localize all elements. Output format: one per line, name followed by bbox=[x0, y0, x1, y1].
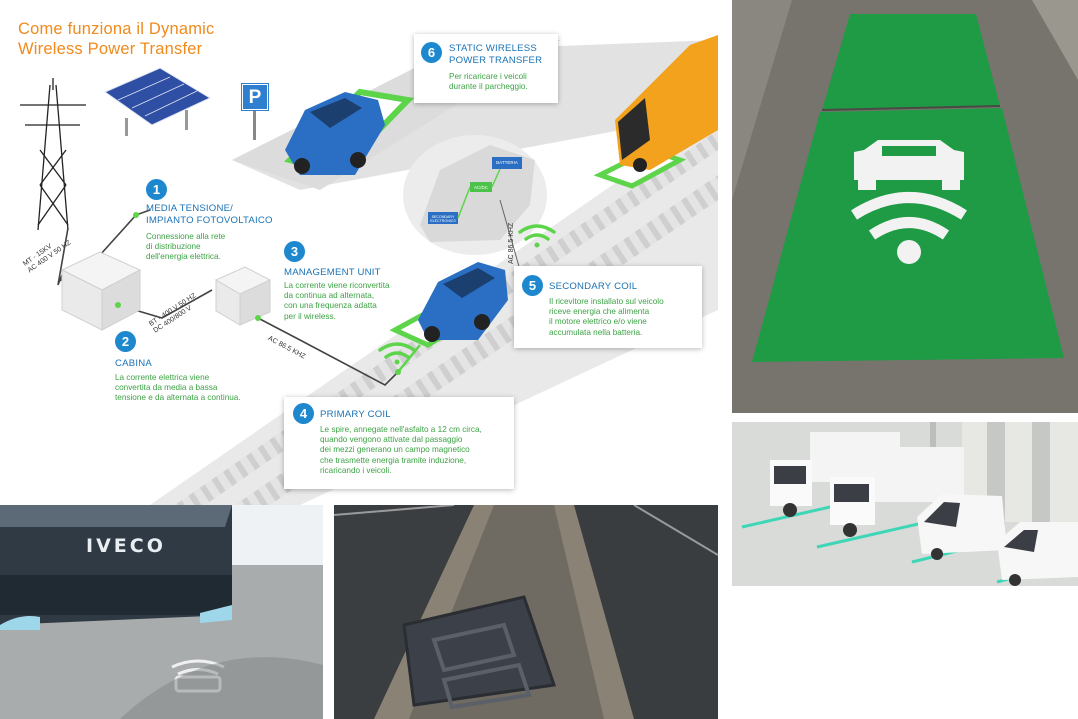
step-4-title: PRIMARY COIL bbox=[320, 409, 391, 420]
wireless-signal-icon bbox=[378, 342, 416, 359]
step-6-description: Per ricaricare i veicoli durante il parc… bbox=[449, 72, 528, 92]
step-3-title: MANAGEMENT UNIT bbox=[284, 267, 381, 278]
wireless-signal-icon-2 bbox=[518, 224, 556, 241]
management-unit-box-icon bbox=[214, 266, 272, 326]
acdc-label: AC/DC bbox=[473, 185, 488, 190]
step-5-callout bbox=[514, 266, 702, 348]
step-1-title: MEDIA TENSIONE/ IMPIANTO FOTOVOLTAICO bbox=[146, 203, 273, 226]
charging-pad-illustration bbox=[732, 0, 1078, 413]
step-5-number: 5 bbox=[522, 275, 543, 296]
bus-icon bbox=[615, 35, 718, 172]
step-5-description: Il ricevitore installato sul veicolo ric… bbox=[549, 297, 664, 337]
truck-icon-2 bbox=[830, 447, 964, 537]
battery-label: BATTERIA bbox=[496, 160, 518, 165]
charging-pad-photo bbox=[732, 0, 1078, 413]
step-4-number: 4 bbox=[293, 403, 314, 424]
iveco-bus-photo: IVECO bbox=[0, 505, 323, 719]
step-6-title: STATIC WIRELESS POWER TRANSFER bbox=[449, 43, 543, 66]
step-6-number: 6 bbox=[421, 42, 442, 63]
step-3-number: 3 bbox=[284, 241, 305, 262]
cabina-box-icon bbox=[60, 251, 142, 331]
solar-panel-icon bbox=[103, 67, 212, 136]
fleet-charging-photo bbox=[732, 422, 1078, 586]
step-5-title: SECONDARY COIL bbox=[549, 281, 638, 292]
parked-car-icon bbox=[285, 92, 385, 175]
van-icon bbox=[917, 494, 1007, 560]
iveco-logo: IVECO bbox=[86, 535, 166, 557]
road-coil-photo bbox=[334, 505, 718, 719]
step-4-callout bbox=[284, 397, 514, 489]
wireless-symbol-icon bbox=[851, 192, 967, 240]
step-1-number: 1 bbox=[146, 179, 167, 200]
step-4-description: Le spire, annegate nell'asfalto a 12 cm … bbox=[320, 425, 482, 475]
step-3-description: La corrente viene riconvertita da contin… bbox=[284, 281, 390, 321]
fleet-charging-illustration bbox=[732, 422, 1078, 586]
charging-car-icon bbox=[418, 262, 508, 342]
step-2-description: La corrente elettrica viene convertita d… bbox=[115, 373, 241, 403]
step-2-number: 2 bbox=[115, 331, 136, 352]
iveco-bus-illustration bbox=[0, 505, 323, 719]
ac-frequency-label-vertical: AC 86.5 KHZ bbox=[508, 222, 515, 264]
infographic-title: Come funziona il Dynamic Wireless Power … bbox=[18, 20, 215, 58]
pad-upper bbox=[822, 14, 1000, 110]
cable-3 bbox=[257, 317, 399, 386]
power-cable bbox=[57, 227, 69, 286]
van-icon-2 bbox=[997, 522, 1078, 586]
receiver-label: SECONDARY ELECTRONICS bbox=[430, 215, 456, 223]
car-symbol-icon bbox=[854, 140, 964, 190]
parking-sign-icon: P bbox=[242, 84, 268, 110]
step-1-description: Connessione alla rete di distribuzione d… bbox=[146, 232, 226, 262]
cable-4 bbox=[397, 344, 421, 373]
step-2-title: CABINA bbox=[115, 358, 152, 369]
pad-lower bbox=[752, 108, 1064, 362]
dwpt-infographic: Come funziona il Dynamic Wireless Power … bbox=[0, 0, 718, 505]
embedded-coil-plate bbox=[402, 595, 557, 707]
pylon-icon bbox=[20, 78, 86, 231]
road-coil-illustration bbox=[334, 505, 718, 719]
